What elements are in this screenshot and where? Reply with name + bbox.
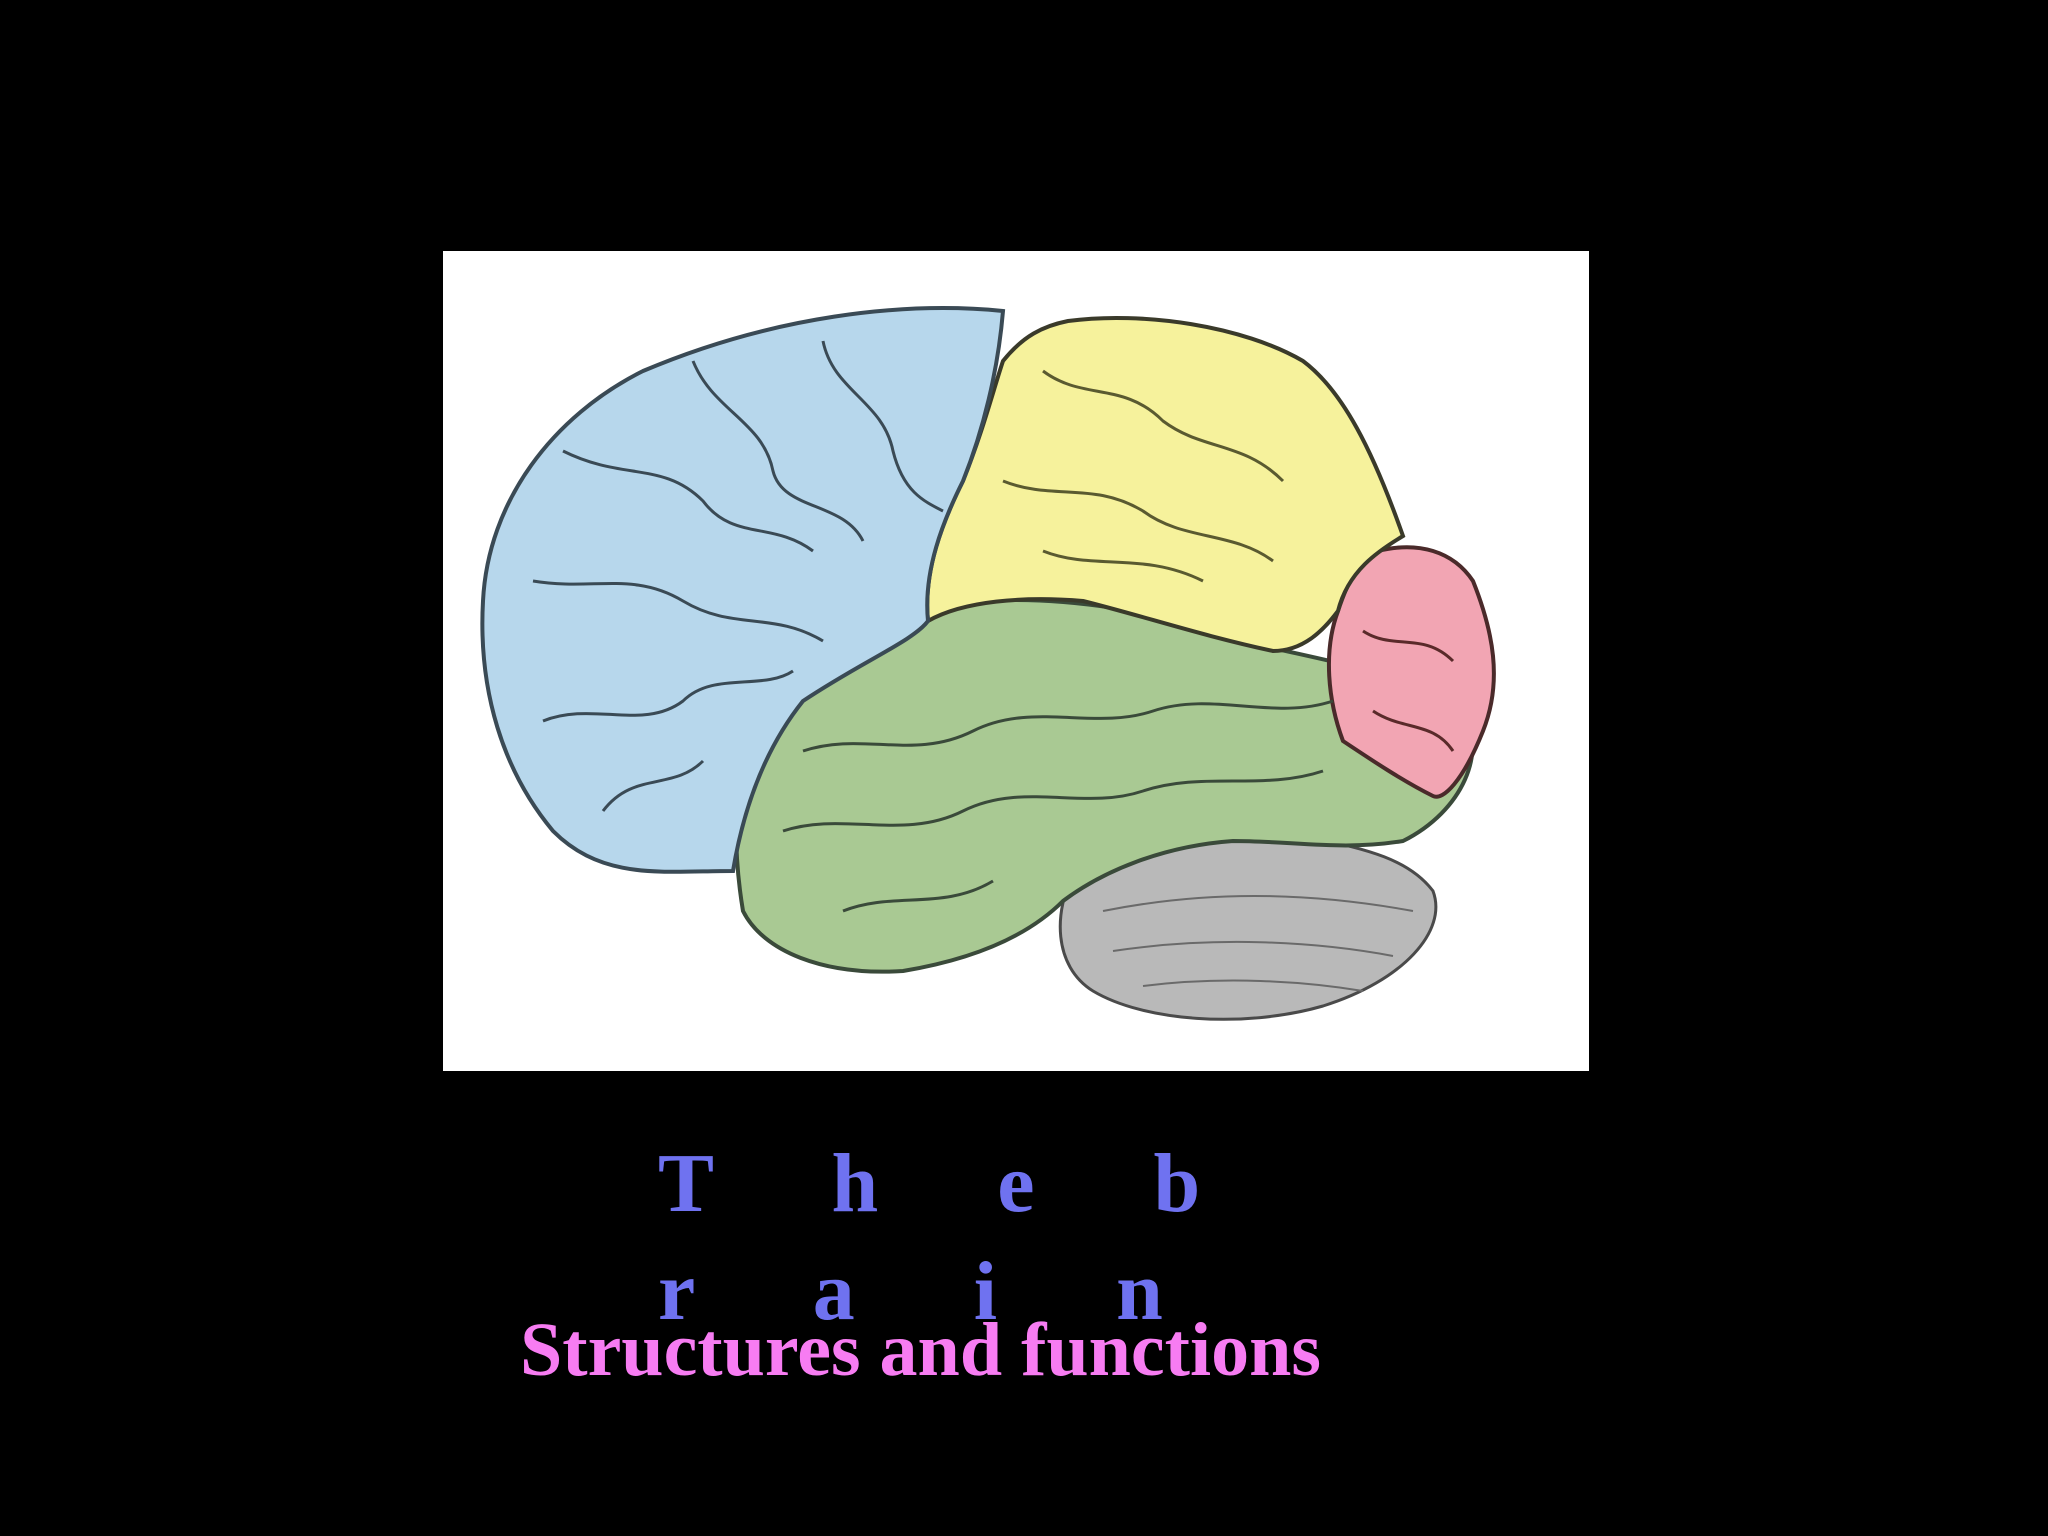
frontal-lobe <box>480 306 1006 874</box>
frontal-sulci <box>532 340 944 812</box>
parietal-lobe <box>925 315 1406 654</box>
slide-title: T h e b r a i n <box>658 1137 1235 1338</box>
cerebellum-folia <box>1102 895 1414 992</box>
occipital-lobe <box>1326 545 1496 799</box>
brain-svg <box>480 306 1496 1021</box>
slide-subtitle: Structures and functions <box>520 1308 1321 1392</box>
parietal-sulci <box>1002 369 1285 583</box>
occipital-sulci <box>1362 629 1455 752</box>
temporal-sulci <box>782 699 1334 913</box>
brain-lobes-illustration <box>443 251 1589 1071</box>
